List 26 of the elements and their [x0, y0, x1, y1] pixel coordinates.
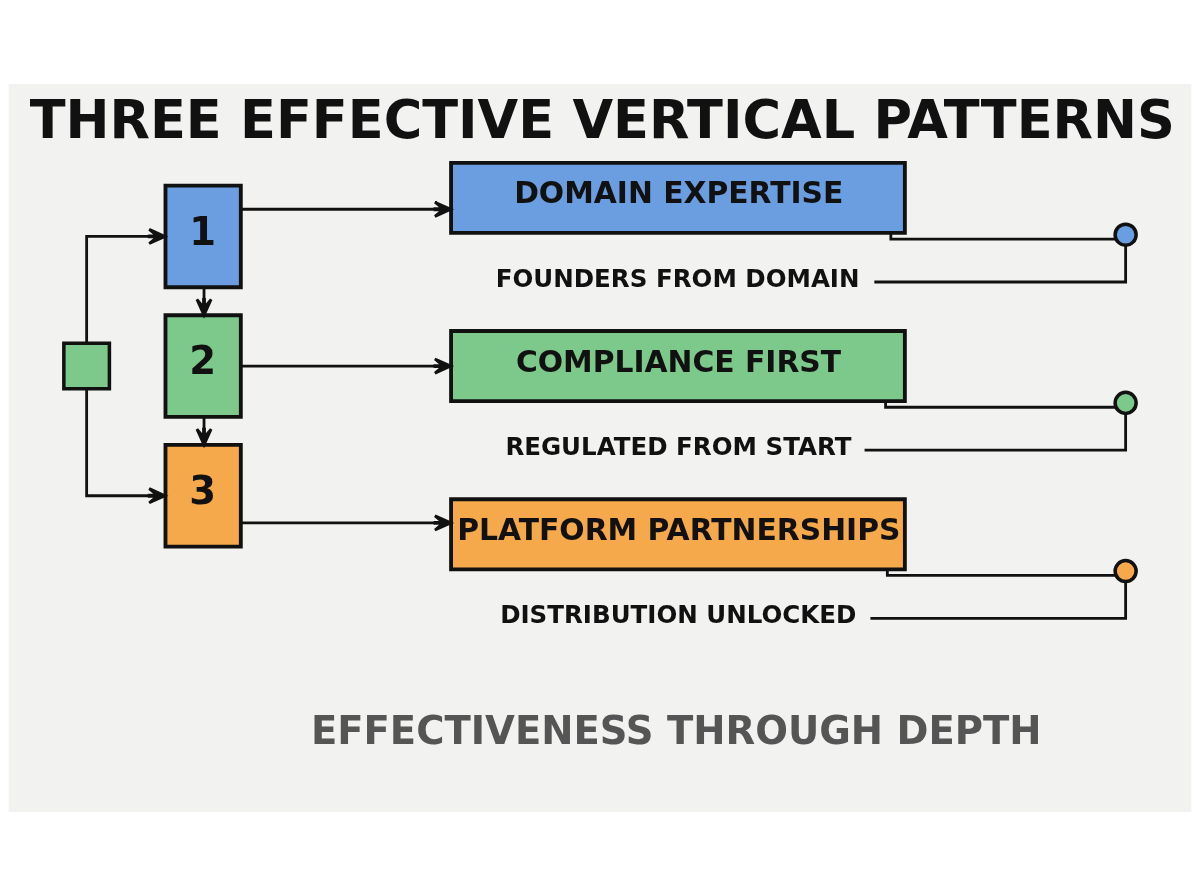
- arrow: [241, 200, 453, 218]
- node-text: FOUNDERS FROM DOMAIN: [495, 263, 860, 293]
- arrow: [85, 389, 167, 505]
- node-box: PLATFORM PARTNERSHIPS: [449, 497, 907, 572]
- node-text: DISTRIBUTION UNLOCKED: [500, 600, 857, 630]
- node-circle: [1113, 558, 1138, 584]
- node-box: COMPLIANCE FIRST: [449, 329, 907, 404]
- arrow: [85, 227, 167, 343]
- node-circle: [1113, 222, 1138, 247]
- caption: EFFECTIVENESS THROUGH DEPTH: [310, 707, 1042, 753]
- diagram-title: THREE EFFECTIVE VERTICAL PATTERNS: [29, 89, 1175, 151]
- node-text: REGULATED FROM START: [505, 431, 852, 461]
- connector: [870, 581, 1128, 620]
- node-box: 3: [163, 443, 243, 549]
- node-circle: [1113, 390, 1138, 416]
- arrow: [241, 514, 453, 532]
- arrow: [241, 357, 453, 375]
- connector: [874, 245, 1128, 284]
- connector: [864, 413, 1128, 452]
- connector: [885, 569, 1116, 577]
- node-box: 1: [163, 183, 243, 290]
- node-box: 2: [163, 313, 243, 419]
- connector: [889, 233, 1116, 241]
- node-box: [62, 341, 112, 391]
- node-box: DOMAIN EXPERTISE: [449, 160, 907, 235]
- connector: [884, 401, 1116, 409]
